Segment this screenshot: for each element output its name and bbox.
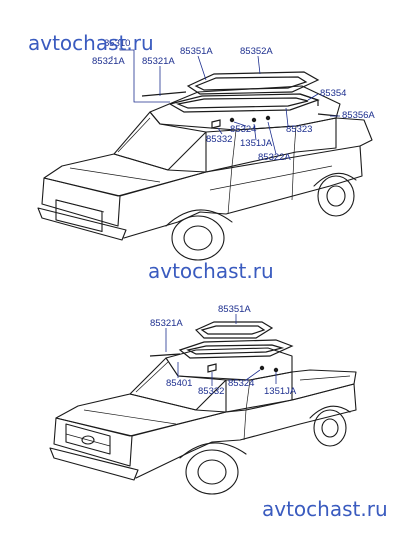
clip-1351ja [251, 117, 257, 123]
clip-85324 [229, 117, 235, 123]
label-85321a-left: 85321A [92, 56, 125, 67]
clip-85332 [211, 119, 221, 129]
label-85324-bottom: 85324 [228, 378, 254, 389]
sunroof-frame-top [168, 93, 320, 113]
label-85322a: 85322A [258, 152, 291, 163]
label-85323: 85323 [286, 124, 312, 135]
leader-lines-top [111, 48, 340, 155]
pickup-illustration [49, 347, 357, 495]
roof-moulding-strip [141, 91, 187, 97]
clip-1351ja-bottom [273, 367, 279, 373]
sunroof-frame-bottom [178, 339, 294, 359]
label-85332-bottom: 85332 [198, 386, 224, 397]
label-85310: 85310 [104, 38, 130, 49]
label-85321a-right: 85321A [142, 56, 175, 67]
labels-bottom: 85351A 85321A 85401 85332 85324 1351JA [150, 304, 297, 397]
sunroof-glass-top [186, 71, 320, 95]
clip-85332-bottom [207, 363, 217, 373]
label-85332: 85332 [206, 134, 232, 145]
sedan-illustration [37, 85, 373, 261]
watermark-top: avtochast.ru [28, 31, 154, 55]
moulding-strip-bottom [149, 353, 181, 357]
label-1351ja: 1351JA [240, 138, 273, 149]
labels-top: 85310 85321A 85321A 85351A 85352A 85354 … [92, 38, 375, 163]
label-85354: 85354 [320, 88, 346, 99]
watermark-middle: avtochast.ru [148, 259, 274, 283]
clip-85322a [265, 115, 271, 121]
label-85321a-bottom: 85321A [150, 318, 183, 329]
label-85356a: 85356A [342, 110, 375, 121]
sunroof-glass-bottom [194, 321, 274, 339]
label-85324: 85324 [230, 124, 256, 135]
leader-lines-bottom [165, 314, 277, 386]
watermark-bottom: avtochast.ru [262, 497, 388, 521]
label-1351ja-bottom: 1351JA [264, 386, 297, 397]
label-85351a: 85351A [180, 46, 213, 57]
clip-85324-bottom [259, 365, 265, 371]
label-85401: 85401 [166, 378, 192, 389]
label-85352a: 85352A [240, 46, 273, 57]
label-85351a-bottom: 85351A [218, 304, 251, 315]
